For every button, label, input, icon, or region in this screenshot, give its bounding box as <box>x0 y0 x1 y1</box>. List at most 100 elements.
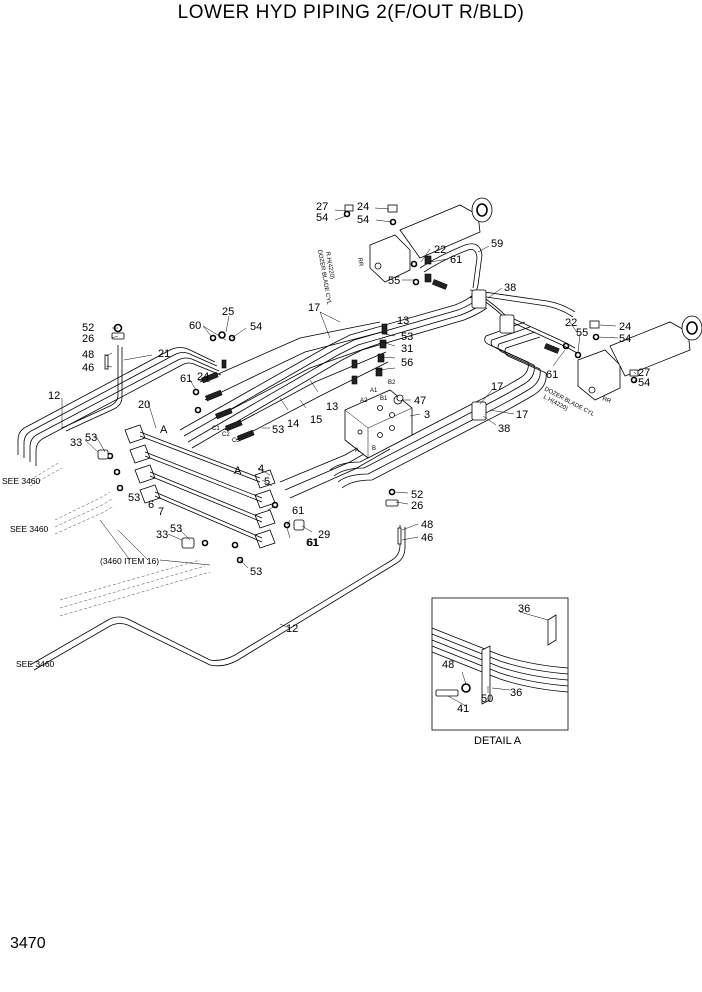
port-a: A <box>355 448 359 454</box>
port-b2: B2 <box>388 380 396 386</box>
callout-55a: 55 <box>388 275 400 287</box>
detail-title: DETAIL A <box>474 735 522 747</box>
callout-13b: 13 <box>326 401 338 413</box>
callout-53e: 53 <box>170 523 182 535</box>
port-b1: B1 <box>380 396 388 402</box>
callout-54a: 54 <box>316 212 328 224</box>
see-ref-2: SEE 3460 <box>10 524 49 534</box>
page-title: LOWER HYD PIPING 2(F/OUT R/BLD) <box>177 2 525 23</box>
port-b: B <box>372 446 376 452</box>
callout-48a: 48 <box>82 349 94 361</box>
detail-callout-36-top: 36 <box>518 603 530 615</box>
callout-53d: 53 <box>128 492 140 504</box>
callout-12a: 12 <box>48 390 60 402</box>
callout-53a: 53 <box>401 331 413 343</box>
callout-24c: 24 <box>197 371 209 383</box>
cylinder-lh-rr: RR <box>601 396 612 405</box>
callout-27b: 27 <box>638 367 650 379</box>
fitting-blocks <box>97 424 305 564</box>
dozer-blade-cylinder-rh <box>343 197 493 290</box>
callout-26b: 26 <box>411 500 423 512</box>
see-ref-3: SEE 3460 <box>16 659 55 669</box>
leader-lines <box>61 207 637 707</box>
callout-4: 4 <box>258 463 264 475</box>
callout-24a: 24 <box>357 201 369 213</box>
callout-53f: 53 <box>250 566 262 578</box>
cylinder-labels: DOZER BLADE CYL R.H(4220) RR DOZER BLADE… <box>316 249 612 418</box>
see-references: SEE 3460 SEE 3460 (3460 ITEM 16) SEE 346… <box>2 476 159 669</box>
port-c3: C3 <box>232 438 240 444</box>
callout-61f: 61 <box>307 537 319 549</box>
callout-5: 5 <box>264 476 270 488</box>
callout-33a: 33 <box>70 437 82 449</box>
callout-22b: 22 <box>565 317 577 329</box>
callout-7: 7 <box>158 506 164 518</box>
callout-48b: 48 <box>421 519 433 531</box>
port-c2: C2 <box>222 432 230 438</box>
callout-27a: 27 <box>316 201 328 213</box>
callout-61b: 61 <box>546 369 558 381</box>
small-parts <box>104 289 515 545</box>
callout-61a: 61 <box>450 254 462 266</box>
callout-A2: A <box>234 465 242 477</box>
callout-46a: 46 <box>82 362 94 374</box>
callout-61d: 61 <box>292 505 304 517</box>
callout-61e: 61 <box>306 537 318 549</box>
callout-15: 15 <box>310 414 322 426</box>
callout-29: 29 <box>318 529 330 541</box>
callout-33b: 33 <box>156 529 168 541</box>
callout-47: 47 <box>414 395 426 407</box>
callout-38b: 38 <box>498 423 510 435</box>
see-ref-item: (3460 ITEM 16) <box>100 556 159 566</box>
control-valve-block <box>344 323 413 459</box>
cylinder-rh-label-2: R.H(4220) <box>324 251 335 279</box>
port-a2: A2 <box>360 398 368 404</box>
detail-a-box <box>431 597 569 731</box>
callout-20: 20 <box>138 399 150 411</box>
callout-12b: 12 <box>286 623 298 635</box>
callout-17b: 17 <box>491 381 503 393</box>
dozer-blade-cylinder-lh <box>543 315 702 401</box>
callout-22a: 22 <box>434 244 446 256</box>
page-number: 3470 <box>10 935 46 952</box>
callout-59: 59 <box>491 238 503 250</box>
callout-52b: 52 <box>411 489 423 501</box>
callout-A1: A <box>160 424 168 436</box>
callout-61c: 61 <box>180 373 192 385</box>
callouts: 27 54 24 54 22 61 55 59 38 17 13 53 31 5… <box>48 201 650 635</box>
callout-3: 3 <box>424 409 430 421</box>
callout-56: 56 <box>401 357 413 369</box>
callout-13a: 13 <box>397 315 409 327</box>
port-c1: C1 <box>212 426 220 432</box>
callout-53b: 53 <box>85 432 97 444</box>
callout-54d: 54 <box>638 377 650 389</box>
port-a1: A1 <box>370 388 378 394</box>
callout-54b: 54 <box>357 214 369 226</box>
callout-38a: 38 <box>504 282 516 294</box>
callout-17c: 17 <box>516 409 528 421</box>
callout-14: 14 <box>287 418 299 430</box>
callout-55b: 55 <box>576 327 588 339</box>
callout-17a: 17 <box>308 302 320 314</box>
see-ref-1: SEE 3460 <box>2 476 41 486</box>
callout-46b: 46 <box>421 532 433 544</box>
callout-31: 31 <box>401 343 413 355</box>
callout-25: 25 <box>222 306 234 318</box>
detail-callout-41: 41 <box>457 703 469 715</box>
callout-21: 21 <box>158 348 170 360</box>
cylinder-rh-rr: RR <box>356 257 364 267</box>
detail-labels: 36 48 50 36 41 DETAIL A <box>442 603 530 747</box>
callout-54e: 54 <box>250 321 262 333</box>
callout-60: 60 <box>189 320 201 332</box>
callout-52a: 52 <box>82 322 94 334</box>
callout-24b: 24 <box>619 321 631 333</box>
detail-callout-50: 50 <box>481 693 493 705</box>
detail-callout-48: 48 <box>442 659 454 671</box>
callout-53c: 53 <box>272 424 284 436</box>
callout-6: 6 <box>148 499 154 511</box>
callout-54c: 54 <box>619 333 631 345</box>
port-marks: C1 C2 C3 A1 B1 A2 B2 A B <box>212 380 396 454</box>
detail-callout-36-bottom: 36 <box>510 687 522 699</box>
callout-26a: 26 <box>82 333 94 345</box>
